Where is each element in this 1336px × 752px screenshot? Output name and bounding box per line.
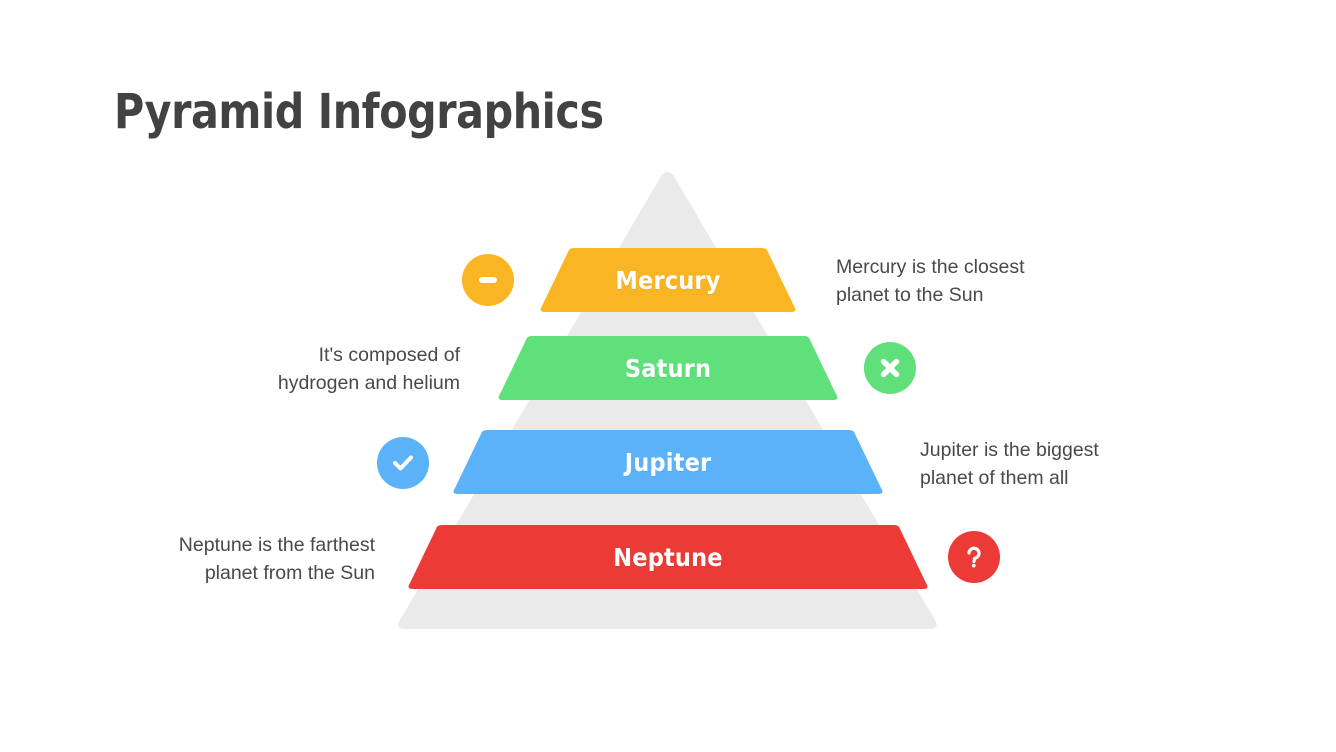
pyramid-level-label-mercury: Mercury [615, 265, 721, 295]
jupiter-band-shape [453, 430, 883, 494]
mercury-band-shape [540, 248, 796, 312]
check-glyph [393, 455, 413, 471]
check-icon[interactable] [377, 437, 429, 489]
pyramid-level-label-neptune: Neptune [613, 542, 723, 572]
pyramid-description-jupiter: Jupiter is the biggest planet of them al… [920, 439, 1099, 489]
pyramid-level-label-jupiter: Jupiter [624, 447, 712, 477]
saturn-band-shape [498, 336, 838, 400]
minus-glyph [479, 277, 497, 283]
minus-icon[interactable] [462, 254, 514, 306]
pyramid-description-saturn: It's composed of hydrogen and helium [277, 344, 460, 394]
question-mark-glyph [967, 546, 981, 568]
pyramid-level-label-saturn: Saturn [624, 353, 712, 383]
close-x-icon[interactable] [864, 342, 916, 394]
pyramid-level-mercury[interactable]: Mercury [538, 248, 798, 312]
pyramid-background-shape [398, 172, 937, 629]
close-x-glyph [880, 358, 900, 378]
pyramid-level-jupiter[interactable]: Jupiter [451, 430, 885, 494]
question-mark-icon[interactable] [948, 531, 1000, 583]
neptune-band-shape [408, 525, 928, 589]
pyramid-level-neptune[interactable]: Neptune [406, 525, 930, 589]
pyramid-description-mercury: Mercury is the closest planet to the Sun [836, 256, 1025, 306]
pyramid-level-saturn[interactable]: Saturn [496, 336, 840, 400]
pyramid-description-neptune: Neptune is the farthest planet from the … [178, 534, 375, 584]
page-title: Pyramid Infographics [114, 84, 604, 140]
